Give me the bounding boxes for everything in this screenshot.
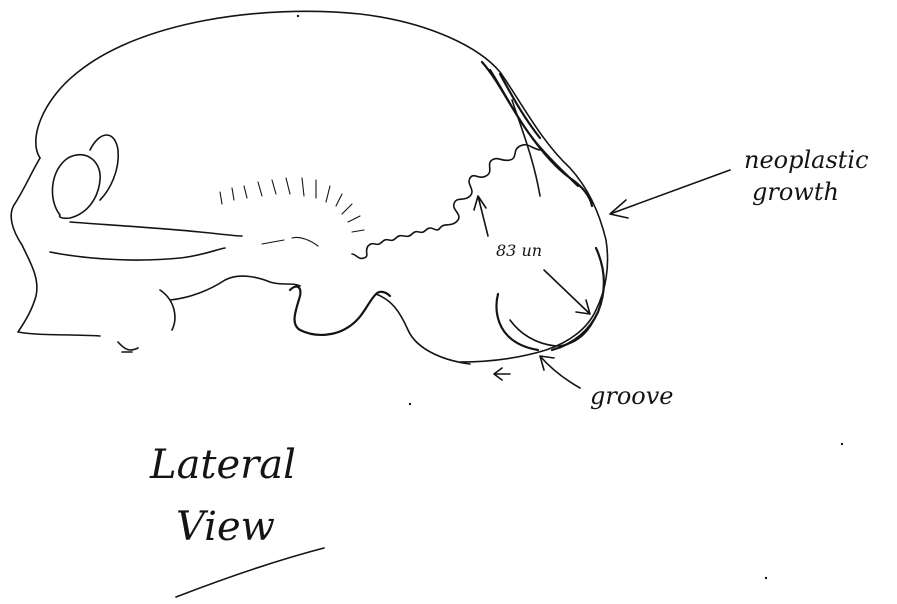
cheek-line <box>50 248 225 260</box>
growth-label-line2: growth <box>752 178 839 206</box>
view-title-line2: View <box>176 504 275 550</box>
measure-arrow-up <box>474 196 488 236</box>
face-profile <box>11 158 100 336</box>
groove-inner <box>510 320 594 346</box>
temporal-dash-2 <box>292 237 318 246</box>
mastoid-hook <box>290 287 390 335</box>
stray-dot <box>765 577 767 579</box>
temporal-dash-1 <box>262 240 284 244</box>
stray-dot <box>841 443 843 445</box>
growth-label-line1: neoplastic <box>744 146 869 174</box>
groove-label: groove <box>590 382 674 410</box>
zygomatic-arch <box>70 222 242 236</box>
groove-curve <box>496 294 538 350</box>
brow-ridge <box>90 135 118 200</box>
groove-pointer-arrow <box>540 356 580 388</box>
skull-base <box>160 276 300 330</box>
view-title-line1: Lateral <box>149 442 296 488</box>
orbit-outline <box>52 155 100 219</box>
stray-dot <box>297 15 299 17</box>
measurement-label: 83 un <box>496 241 542 260</box>
neoplastic-growth-mass <box>482 62 604 350</box>
temporal-hatch-marks <box>220 178 364 232</box>
base-small-arrow <box>494 368 510 380</box>
mandible-hint <box>118 342 138 352</box>
stray-dot <box>409 403 411 405</box>
cranial-vault-outline <box>36 11 608 362</box>
occipital-base <box>376 294 470 364</box>
title-underline <box>176 548 324 597</box>
measure-arrow-down <box>544 270 590 314</box>
growth-pointer-arrow <box>610 170 730 218</box>
